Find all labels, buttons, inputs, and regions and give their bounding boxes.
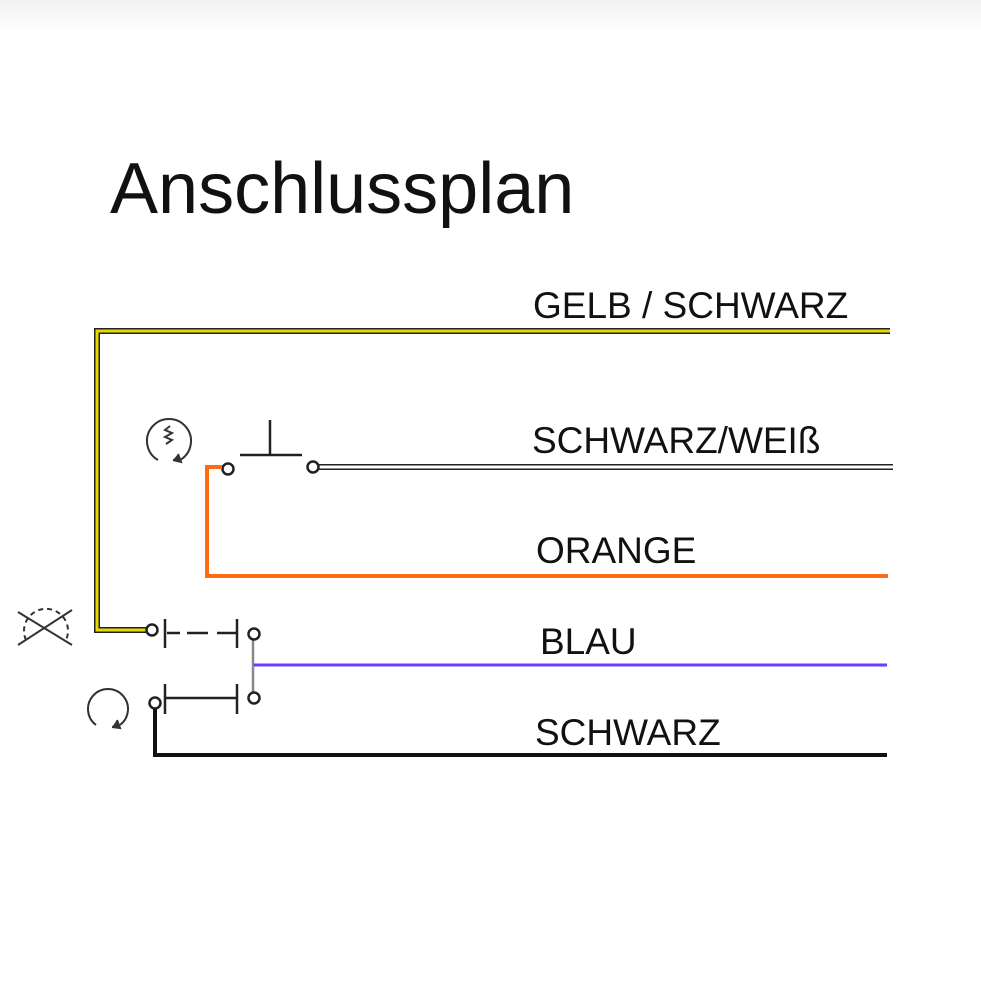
speed-control-icon — [146, 417, 192, 464]
top-bar — [0, 0, 981, 34]
wire-gelb-schwarz — [94, 328, 890, 633]
diagram-title: Anschlussplan — [110, 149, 574, 229]
label-blau: BLAU — [540, 621, 637, 662]
label-schwarz: SCHWARZ — [535, 712, 721, 753]
label-schwarz-weiss: SCHWARZ/WEIß — [532, 420, 820, 461]
pushbutton-switch — [221, 420, 320, 476]
direction-switch — [145, 619, 261, 714]
label-gelb-schwarz: GELB / SCHWARZ — [533, 285, 848, 326]
label-orange: ORANGE — [536, 530, 696, 571]
wire-schwarz — [153, 709, 887, 757]
wire-orange — [205, 465, 888, 578]
no-rotation-icon — [17, 607, 73, 646]
rotation-icon — [87, 688, 129, 730]
